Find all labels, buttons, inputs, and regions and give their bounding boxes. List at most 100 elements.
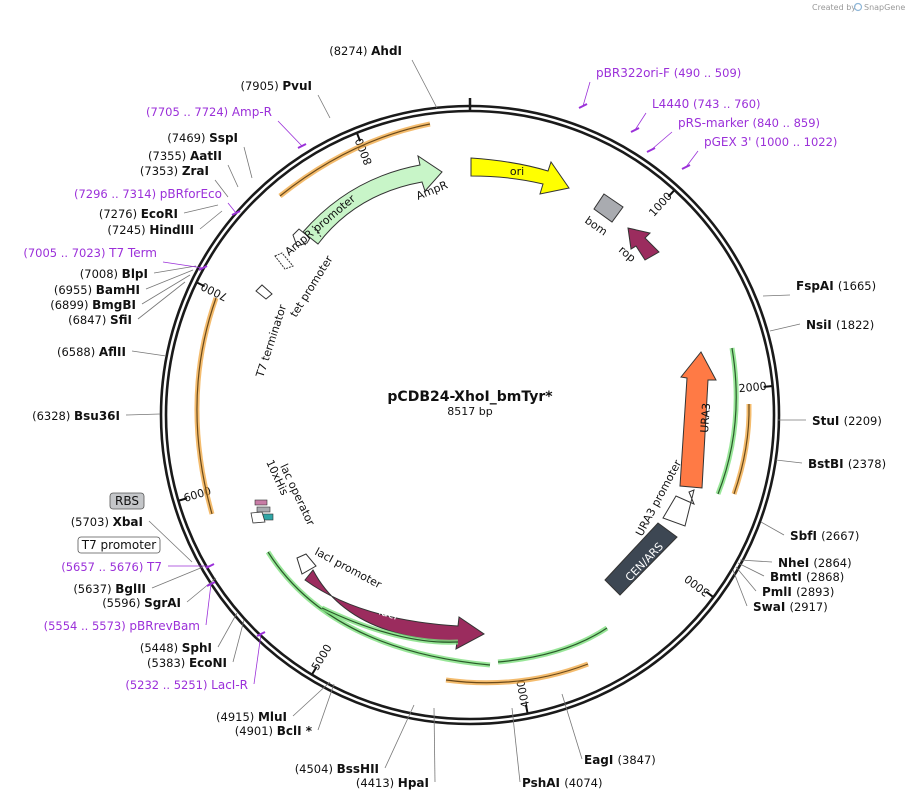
primer-label[interactable]: (5657 .. 5676) T7	[61, 560, 162, 574]
site-label[interactable]: (7008) BlpI	[80, 267, 148, 281]
ori-arrow[interactable]	[470, 157, 570, 195]
site-label[interactable]: (5596) SgrAI	[102, 596, 181, 610]
tick-mark	[763, 385, 772, 388]
t7-promoter-label: T7 promoter	[81, 538, 157, 552]
t7-terminator-shape[interactable]	[255, 284, 273, 300]
site-leader-line	[232, 619, 245, 663]
site-label[interactable]: NheI (2864)	[778, 556, 852, 570]
site-label[interactable]: (6955) BamHI	[54, 283, 140, 297]
site-label[interactable]: (8274) AhdI	[329, 44, 402, 58]
feature-label-ori: ori	[510, 165, 524, 178]
tet-promoter-arrow[interactable]	[274, 252, 294, 270]
site-label[interactable]: (6328) Bsu36I	[32, 409, 120, 423]
rop-arrow[interactable]	[627, 227, 660, 261]
feature-label-laci-promoter: lacI promoter	[313, 545, 385, 591]
tick-mark	[311, 666, 318, 675]
site-label[interactable]: BstBI (2378)	[808, 457, 886, 471]
t7-promoter-arrow[interactable]	[250, 511, 266, 524]
site-label[interactable]: (4413) HpaI	[356, 776, 429, 790]
site-label[interactable]: NsiI (1822)	[806, 318, 874, 332]
site-label[interactable]: SwaI (2917)	[753, 600, 828, 614]
site-leader-line	[317, 94, 331, 119]
site-label[interactable]: (7276) EcoRI	[99, 207, 178, 221]
arc-bottom-green	[497, 625, 609, 665]
primer-label[interactable]: (5554 .. 5573) pBRrevBam	[44, 619, 200, 633]
site-leader-line	[769, 323, 801, 332]
site-label[interactable]: (5448) SphI	[140, 641, 212, 655]
site-leader-line	[141, 274, 191, 305]
site-label[interactable]: BmtI (2868)	[770, 570, 844, 584]
primer-label[interactable]: pRS-marker (840 .. 859)	[678, 116, 820, 130]
feature-label-t7-terminator: T7 terminator	[253, 302, 289, 379]
primer-label[interactable]: pGEX 3' (1000 .. 1022)	[704, 135, 837, 149]
site-label[interactable]: (7355) AatII	[148, 149, 222, 163]
site-label[interactable]: (5703) XbaI	[71, 515, 143, 529]
site-label[interactable]: (6588) AflII	[57, 345, 126, 359]
site-label[interactable]: (6899) BmgBI	[50, 298, 136, 312]
primer-label[interactable]: (5232 .. 5251) LacI-R	[125, 678, 248, 692]
site-label[interactable]: (7905) PvuI	[240, 79, 312, 93]
site-label[interactable]: PmlI (2893)	[762, 585, 834, 599]
annotation-arcs	[194, 121, 752, 686]
plasmid-size: 8517 bp	[447, 405, 492, 418]
primer-label[interactable]: (7005 .. 7023) T7 Term	[23, 246, 157, 260]
primer-label[interactable]: L4440 (743 .. 760)	[652, 97, 761, 111]
primer-label[interactable]: (7296 .. 7314) pBRforEco	[74, 187, 222, 201]
site-leader-line	[760, 521, 785, 536]
site-leader-line	[186, 577, 217, 603]
ura3-promoter-arrow[interactable]	[662, 489, 695, 527]
tick-label: 4000	[514, 679, 532, 709]
rbs-label: RBS	[115, 494, 139, 508]
site-label[interactable]: (5383) EcoNI	[147, 656, 227, 670]
site-label[interactable]: PshAI (4074)	[522, 776, 602, 790]
site-label[interactable]: FspAI (1665)	[796, 279, 876, 293]
site-leader-line	[137, 281, 186, 320]
primer-tick	[256, 631, 266, 637]
site-label[interactable]: (5637) BglII	[73, 582, 146, 596]
tick-label: 3000	[682, 572, 712, 599]
primer-tick	[205, 563, 215, 569]
ampr-arrow[interactable]	[302, 154, 443, 245]
primer-leader-line	[634, 112, 647, 131]
primer-label[interactable]: pBR322ori-F (490 .. 509)	[596, 66, 741, 80]
tick-mark	[356, 133, 362, 142]
primer-label[interactable]: (7705 .. 7724) Amp-R	[146, 105, 272, 119]
site-leader-line	[735, 566, 757, 592]
primer-tick	[297, 143, 307, 149]
tick-mark	[524, 704, 529, 713]
laci-arrow[interactable]	[304, 569, 485, 650]
arc-ura3-green	[715, 347, 739, 495]
site-label[interactable]: (4901) BclI *	[235, 724, 313, 738]
site-label[interactable]: StuI (2209)	[812, 414, 882, 428]
feature-label-laci: lacI	[377, 604, 399, 622]
site-leader-line	[732, 569, 748, 607]
site-leader-line	[183, 204, 219, 214]
site-label[interactable]: (6847) SfiI	[68, 313, 132, 327]
site-leader-line	[433, 707, 436, 783]
feature-label-ura3: URA3	[698, 403, 713, 434]
site-label[interactable]: (7353) ZraI	[140, 164, 209, 178]
rbs-box[interactable]	[256, 506, 271, 513]
arc-bottom-orange	[445, 661, 589, 686]
site-leader-line	[411, 59, 438, 109]
site-label[interactable]: (4915) MluI	[216, 710, 287, 724]
laci-promoter-arrow[interactable]	[296, 553, 317, 575]
site-label[interactable]: (7245) HindIII	[107, 223, 194, 237]
site-label[interactable]: (7469) SspI	[167, 131, 238, 145]
tick-mark	[196, 281, 206, 288]
lac-operator-box[interactable]	[254, 499, 268, 506]
ampr-promoter-arrow[interactable]	[292, 228, 311, 247]
tick-mark	[179, 497, 188, 502]
site-label[interactable]: SbfI (2667)	[790, 529, 859, 543]
ura3-arrow[interactable]	[679, 351, 717, 489]
credit-prefix: Created by	[812, 3, 856, 12]
primer-leader-line	[205, 583, 212, 626]
site-label[interactable]: (4504) BssHII	[295, 762, 379, 776]
primer-tick	[681, 164, 691, 170]
site-label[interactable]: EagI (3847)	[584, 753, 656, 767]
primer-leader-line	[227, 202, 237, 214]
site-leader-line	[737, 562, 765, 577]
bom-box[interactable]	[593, 193, 624, 223]
cen-ars-box[interactable]	[604, 522, 678, 596]
t7-promoter-label-box	[77, 536, 161, 554]
